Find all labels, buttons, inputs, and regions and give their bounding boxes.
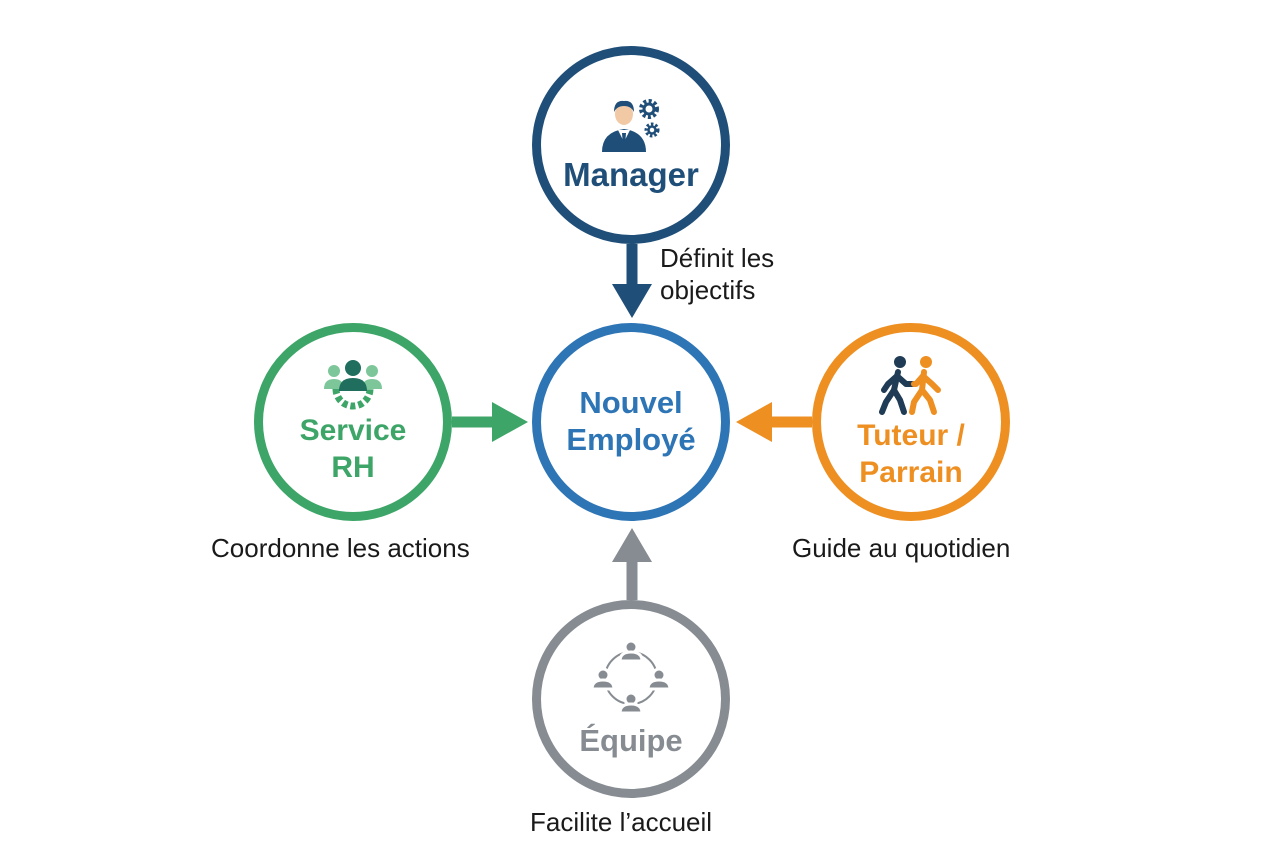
- new-employee-title-line1: Nouvel: [579, 385, 683, 421]
- team-caption: Facilite l’accueil: [530, 807, 713, 837]
- mentor-title-line2: Parrain: [859, 456, 963, 489]
- mentor-node: Tuteur / Parrain: [812, 323, 1010, 521]
- mentor-title-line1: Tuteur /: [857, 418, 965, 452]
- walking-people-icon: [879, 355, 941, 415]
- hr-service-node: Service RH: [254, 323, 452, 521]
- arrow-mentor-to-employee: [736, 402, 812, 442]
- arrow-hr-to-employee: [452, 402, 528, 442]
- team-node: Équipe: [532, 600, 730, 798]
- manager-caption-line2: objectifs: [660, 275, 756, 305]
- new-employee-title-line2: Employé: [566, 422, 696, 457]
- team-gear-icon: [324, 359, 382, 410]
- arrow-manager-to-employee: [612, 244, 652, 318]
- manager-node: Manager: [532, 46, 730, 244]
- hr-service-title-line1: Service: [299, 413, 407, 447]
- team-title: Équipe: [579, 722, 683, 758]
- new-employee-node: Nouvel Employé: [532, 323, 730, 521]
- manager-caption: Définit les objectifs: [660, 242, 774, 306]
- team-circle-icon: [591, 639, 671, 715]
- manager-caption-line1: Définit les: [660, 243, 775, 273]
- manager-gears-icon: [602, 98, 660, 152]
- hr-caption: Coordonne les actions: [211, 533, 470, 563]
- manager-title: Manager: [563, 155, 699, 193]
- hr-service-title-line2: RH: [331, 451, 375, 484]
- mentor-caption: Guide au quotidien: [792, 533, 1011, 563]
- arrow-team-to-employee: [612, 528, 652, 600]
